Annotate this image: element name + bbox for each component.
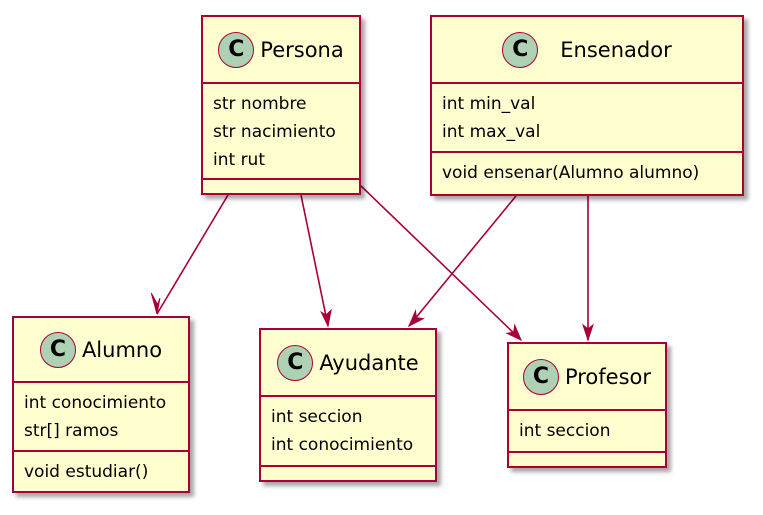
class-c-icon: C — [218, 31, 255, 68]
class-c-icon: C — [277, 344, 314, 381]
methods-section — [509, 453, 665, 466]
arrowhead-profesor-from-persona — [505, 323, 522, 342]
attribute: int conocimiento — [24, 393, 167, 413]
attribute: int rut — [213, 150, 265, 170]
attribute: str nombre — [213, 94, 307, 114]
methods-section: void estudiar() — [14, 452, 188, 491]
attributes-section: int seccion — [509, 411, 665, 453]
class-ayudante[interactable]: C Ayudante int seccion int conocimiento — [259, 328, 437, 482]
class-ensenador[interactable]: C Ensenador int min_val int max_val void… — [430, 15, 744, 196]
class-alumno[interactable]: C Alumno int conocimiento str[] ramos vo… — [12, 316, 190, 493]
class-profesor-header: C Profesor — [509, 344, 665, 411]
attributes-section: str nombre str nacimiento int rut — [203, 84, 359, 180]
attribute: int min_val — [442, 94, 536, 114]
class-persona-header: C Persona — [203, 17, 359, 84]
methods-section: void ensenar(Alumno alumno) — [432, 153, 742, 194]
class-name: Ayudante — [319, 350, 419, 375]
arrow-persona-profesor — [359, 184, 522, 341]
attributes-section: int conocimiento str[] ramos — [14, 383, 188, 452]
class-alumno-header: C Alumno — [14, 318, 188, 383]
class-profesor[interactable]: C Profesor int seccion — [507, 342, 667, 468]
attribute: str[] ramos — [24, 421, 119, 441]
method: void ensenar(Alumno alumno) — [442, 163, 700, 183]
arrowhead-profesor-from-ensenador — [581, 323, 595, 342]
class-c-icon: C — [39, 331, 76, 368]
attributes-section: int min_val int max_val — [432, 84, 742, 153]
attribute: int conocimiento — [271, 435, 414, 455]
arrow-persona-alumno — [156, 194, 229, 315]
class-persona[interactable]: C Persona str nombre str nacimiento int … — [201, 15, 361, 195]
attribute: int max_val — [442, 122, 541, 142]
class-name: Persona — [260, 37, 344, 62]
class-c-icon: C — [522, 358, 559, 395]
class-ensenador-header: C Ensenador — [432, 17, 742, 84]
arrowhead-ayudante-from-persona — [320, 308, 332, 328]
attribute: str nacimiento — [213, 122, 336, 142]
methods-section — [203, 180, 359, 193]
arrowhead-alumno — [150, 292, 161, 315]
attributes-section: int seccion int conocimiento — [261, 397, 435, 467]
arrow-persona-ayudante — [300, 194, 329, 327]
class-c-icon: C — [502, 31, 539, 68]
arrowhead-ayudante-from-ensenador — [407, 308, 425, 328]
class-ayudante-header: C Ayudante — [261, 330, 435, 397]
class-name: Profesor — [564, 364, 652, 389]
attribute: int seccion — [519, 421, 611, 441]
attribute: int seccion — [271, 407, 363, 427]
method: void estudiar() — [24, 462, 149, 482]
methods-section — [261, 467, 435, 480]
class-name: Ensenador — [560, 37, 672, 62]
class-name: Alumno — [81, 337, 163, 362]
arrow-ensenador-ayudante — [408, 195, 517, 327]
